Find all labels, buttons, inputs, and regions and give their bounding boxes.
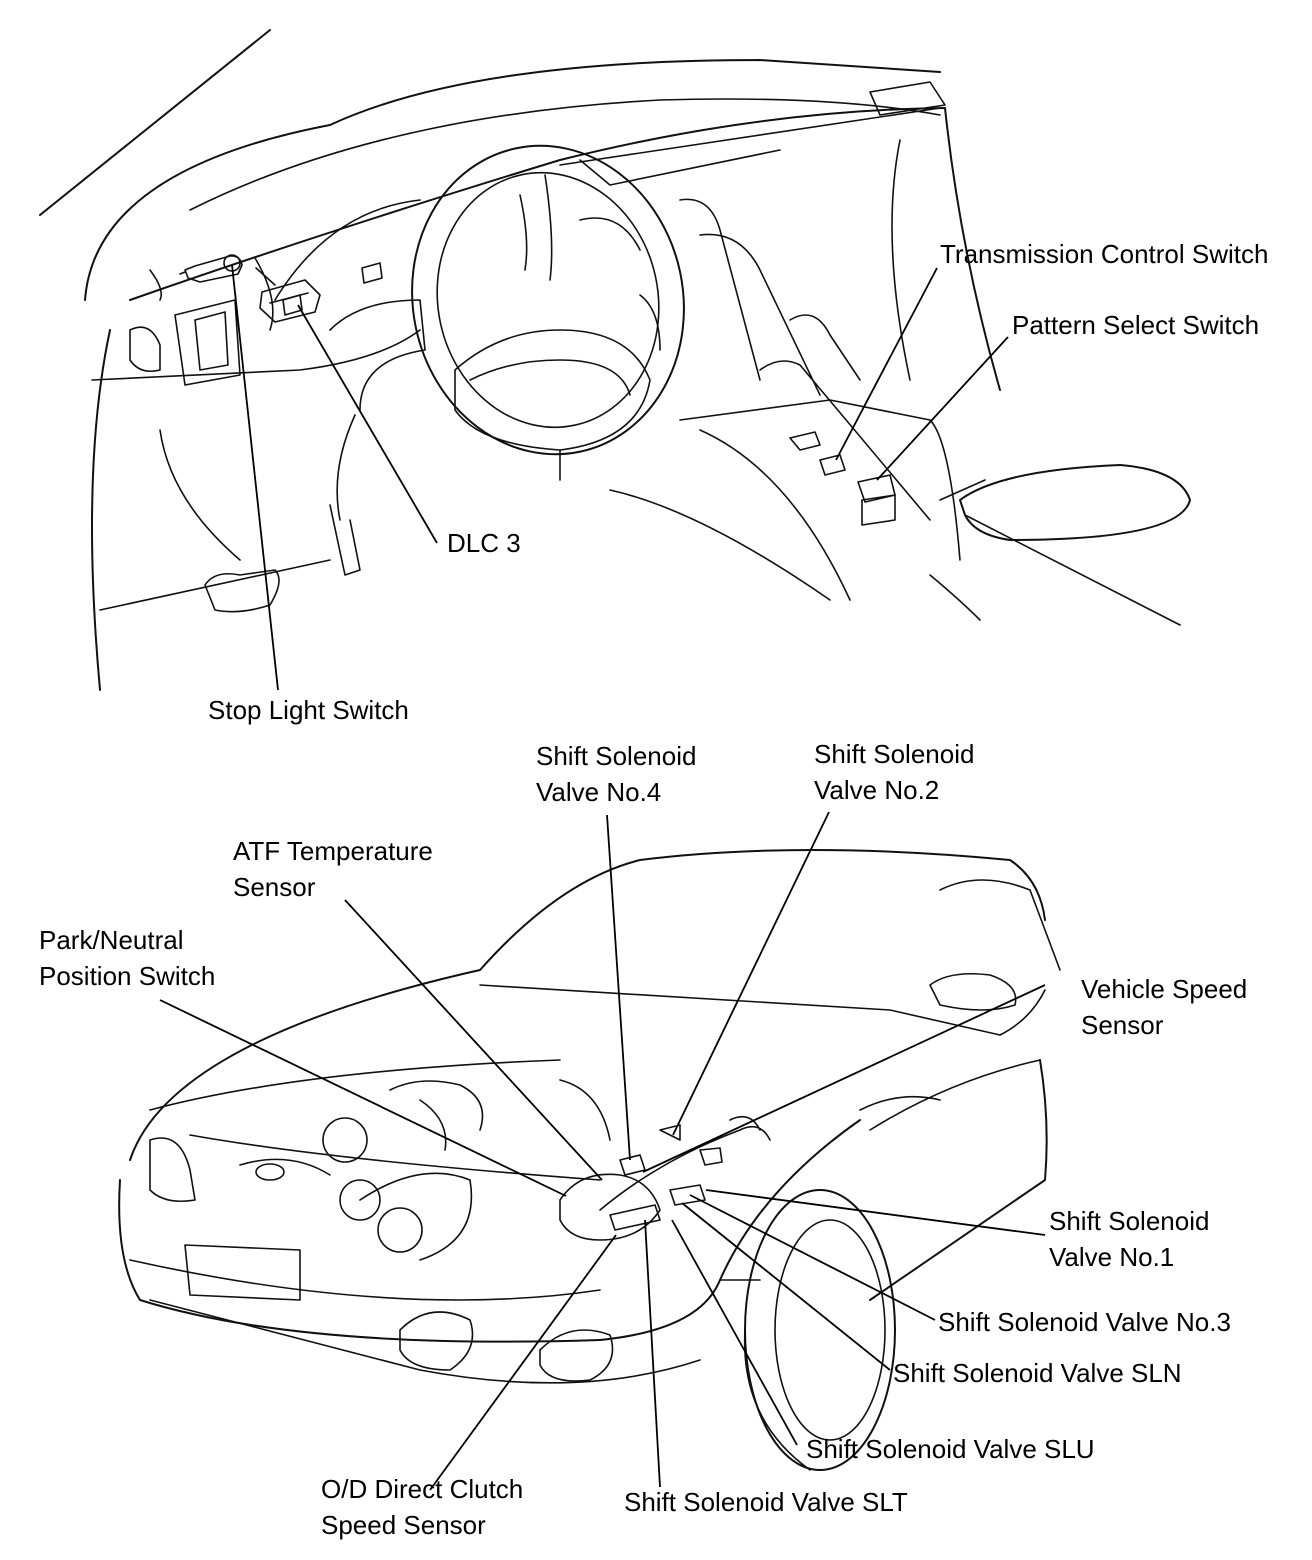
label-line: Speed Sensor [321, 1510, 486, 1540]
label-shift-solenoid-valve-sln: Shift Solenoid Valve SLN [893, 1358, 1182, 1388]
label-shift-solenoid-valve-no2: Shift Solenoid Valve No.2 [814, 736, 974, 808]
label-line: Shift Solenoid [814, 739, 975, 769]
label-line: ATF Temperature [233, 836, 433, 866]
label-shift-solenoid-valve-no4: Shift Solenoid Valve No.4 [536, 738, 696, 810]
label-line: Sensor [1081, 1010, 1164, 1040]
label-pattern-select-switch: Pattern Select Switch [1012, 310, 1260, 340]
label-line: Vehicle Speed [1081, 974, 1248, 1004]
label-line: Valve No.4 [536, 777, 662, 807]
label-park-neutral-position-switch: Park/Neutral Position Switch [39, 922, 215, 994]
label-dlc3: DLC 3 [447, 528, 521, 558]
label-line: Valve No.2 [814, 775, 940, 805]
label-shift-solenoid-valve-no3: Shift Solenoid Valve No.3 [938, 1307, 1231, 1337]
label-atf-temperature-sensor: ATF Temperature Sensor [233, 833, 433, 905]
label-line: Sensor [233, 872, 316, 902]
label-stop-light-switch: Stop Light Switch [208, 695, 409, 725]
label-shift-solenoid-valve-slt: Shift Solenoid Valve SLT [624, 1487, 908, 1517]
label-od-direct-clutch-speed-sensor: O/D Direct Clutch Speed Sensor [321, 1471, 523, 1543]
label-shift-solenoid-valve-no1: Shift Solenoid Valve No.1 [1049, 1203, 1209, 1275]
label-line: O/D Direct Clutch [321, 1474, 524, 1504]
leader-lines [159, 264, 1046, 1491]
label-line: Valve No.1 [1049, 1242, 1175, 1272]
label-line: Park/Neutral [39, 925, 184, 955]
label-line: Shift Solenoid [536, 741, 697, 771]
label-vehicle-speed-sensor: Vehicle Speed Sensor [1081, 971, 1247, 1043]
label-shift-solenoid-valve-slu: Shift Solenoid Valve SLU [806, 1434, 1095, 1464]
label-line: Shift Solenoid [1049, 1206, 1210, 1236]
label-line: Position Switch [39, 961, 216, 991]
interior-illustration [39, 29, 1191, 691]
label-transmission-control-switch: Transmission Control Switch [940, 239, 1269, 269]
